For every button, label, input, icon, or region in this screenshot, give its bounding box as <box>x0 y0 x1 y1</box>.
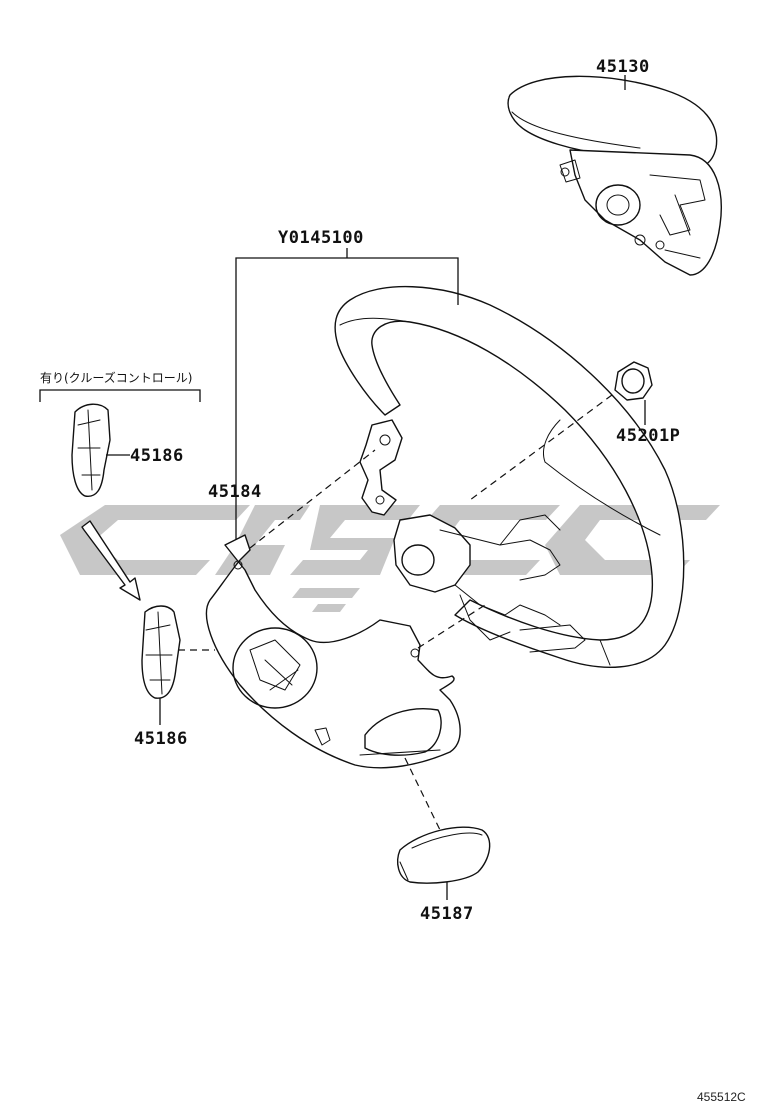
figure-code: 455512C <box>697 1090 746 1104</box>
lower-switch-part <box>141 605 181 699</box>
part-number-45186-upper: 45186 <box>130 446 184 466</box>
lower-cover-dash-right <box>417 604 486 649</box>
bottom-cover-dash-line <box>404 757 441 831</box>
nut-part <box>614 361 653 401</box>
lower-cover-dash-upper <box>249 449 376 549</box>
watermark-logo <box>60 505 720 612</box>
cruise-control-note: 有り(クルーズコントロール) <box>40 370 192 385</box>
part-number-45184: 45184 <box>208 482 262 502</box>
lower-cover-part <box>205 534 461 769</box>
part-number-45187: 45187 <box>420 904 474 924</box>
upper-switch-part <box>71 403 111 497</box>
horn-pad-part <box>507 75 722 276</box>
part-number-Y0145100: Y0145100 <box>278 228 364 248</box>
part-number-45201P: 45201P <box>616 426 680 446</box>
cruise-control-bracket <box>39 389 201 402</box>
bottom-cover-part <box>397 826 491 884</box>
arrow-down-icon <box>81 520 141 601</box>
part-number-45186-lower: 45186 <box>134 729 188 749</box>
part-number-45130: 45130 <box>596 57 650 77</box>
steering-wheel-part <box>334 285 685 668</box>
nut-dash-line <box>469 394 613 501</box>
